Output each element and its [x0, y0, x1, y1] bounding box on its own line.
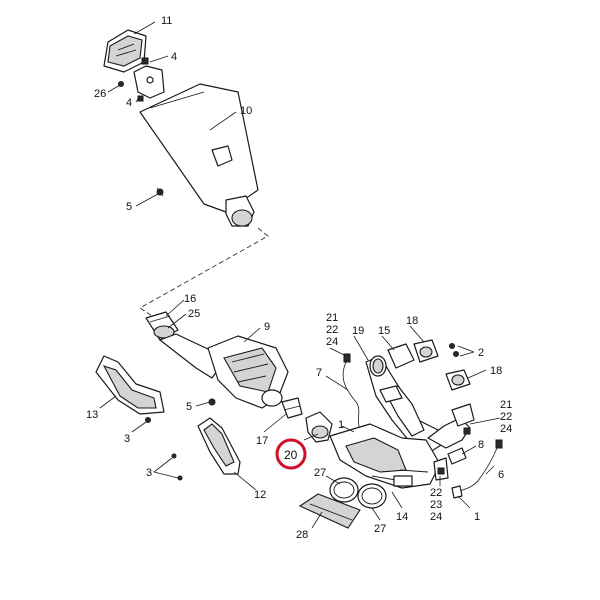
callout-22-bottom: 22	[430, 487, 442, 499]
callout-20: 20	[284, 448, 298, 462]
screw-3-left[interactable]	[145, 417, 151, 423]
callout-24-right: 24	[500, 423, 512, 435]
callout-27-bottom: 27	[374, 523, 386, 535]
heat-shield-13[interactable]	[95, 355, 165, 415]
sensor-harness-6[interactable]	[451, 439, 503, 499]
leader-lines	[99, 21, 501, 529]
callout-3-lower: 3	[146, 467, 152, 479]
callout-18-top: 18	[406, 315, 418, 327]
callout-24-left: 24	[326, 336, 338, 348]
clamp-27-left[interactable]	[329, 477, 359, 503]
callout-1-center: 1	[338, 419, 344, 431]
flange-18-upper[interactable]	[413, 339, 439, 363]
clamp-rear-upper[interactable]	[379, 385, 403, 403]
callout-15: 15	[378, 325, 390, 337]
callout-18-right: 18	[490, 365, 502, 377]
callout-11: 11	[161, 15, 172, 27]
callout-6: 6	[498, 469, 504, 481]
callout-9: 9	[264, 321, 270, 333]
callout-14: 14	[396, 511, 408, 523]
sleeve-15[interactable]	[387, 343, 415, 369]
flange-right[interactable]	[451, 403, 475, 435]
silencer-end-cap[interactable]	[103, 29, 147, 73]
callout-28: 28	[296, 529, 308, 541]
sensor-8[interactable]	[447, 447, 467, 465]
callout-2: 2	[478, 347, 484, 359]
o2-sensor-7[interactable]	[342, 353, 361, 431]
callout-23: 23	[430, 499, 442, 511]
callout-27-top: 27	[314, 467, 326, 479]
callout-3-left: 3	[124, 433, 130, 445]
link-pipe-and-catalyst[interactable]	[159, 333, 289, 409]
clamp-17[interactable]	[281, 397, 303, 419]
callout-16: 16	[184, 293, 196, 305]
callout-4-top: 4	[171, 51, 177, 63]
bracket-22-23-24[interactable]	[433, 457, 449, 481]
callout-26: 26	[94, 88, 106, 100]
callout-10: 10	[240, 105, 252, 117]
callout-22-right: 22	[500, 411, 512, 423]
callout-21-right: 21	[500, 399, 512, 411]
callout-12: 12	[254, 489, 266, 501]
silencer-bracket[interactable]	[133, 57, 165, 102]
heat-wrap-28[interactable]	[298, 493, 361, 529]
callout-24-bottom: 24	[430, 511, 442, 523]
screws-3-lower[interactable]	[171, 453, 183, 481]
callout-7: 7	[316, 367, 322, 379]
flange-18-lower[interactable]	[445, 369, 471, 391]
callout-4-bottom: 4	[126, 97, 132, 109]
callout-8: 8	[478, 439, 484, 451]
callout-5-lower: 5	[186, 401, 192, 413]
callout-13: 13	[86, 409, 98, 421]
callout-22-left: 22	[326, 324, 338, 336]
callout-21-left: 21	[326, 312, 338, 324]
silencer-body[interactable]	[139, 83, 259, 227]
callout-17: 17	[256, 435, 268, 447]
callout-25: 25	[188, 308, 200, 320]
bolt-5-upper[interactable]	[156, 187, 164, 197]
callout-labels: 11 4 26 4 10 5 16 25 9 21 22 24 19 15 18…	[86, 15, 512, 541]
studs-2[interactable]	[449, 343, 459, 357]
callout-1-right: 1	[474, 511, 480, 523]
highlight-ring	[275, 438, 307, 470]
assembly-line	[139, 227, 269, 317]
heat-shield-12[interactable]	[197, 417, 241, 475]
clamp-27-right[interactable]	[357, 483, 387, 509]
callout-5-upper: 5	[126, 201, 132, 213]
gasket-19[interactable]	[369, 355, 387, 377]
callout-19: 19	[352, 325, 364, 337]
